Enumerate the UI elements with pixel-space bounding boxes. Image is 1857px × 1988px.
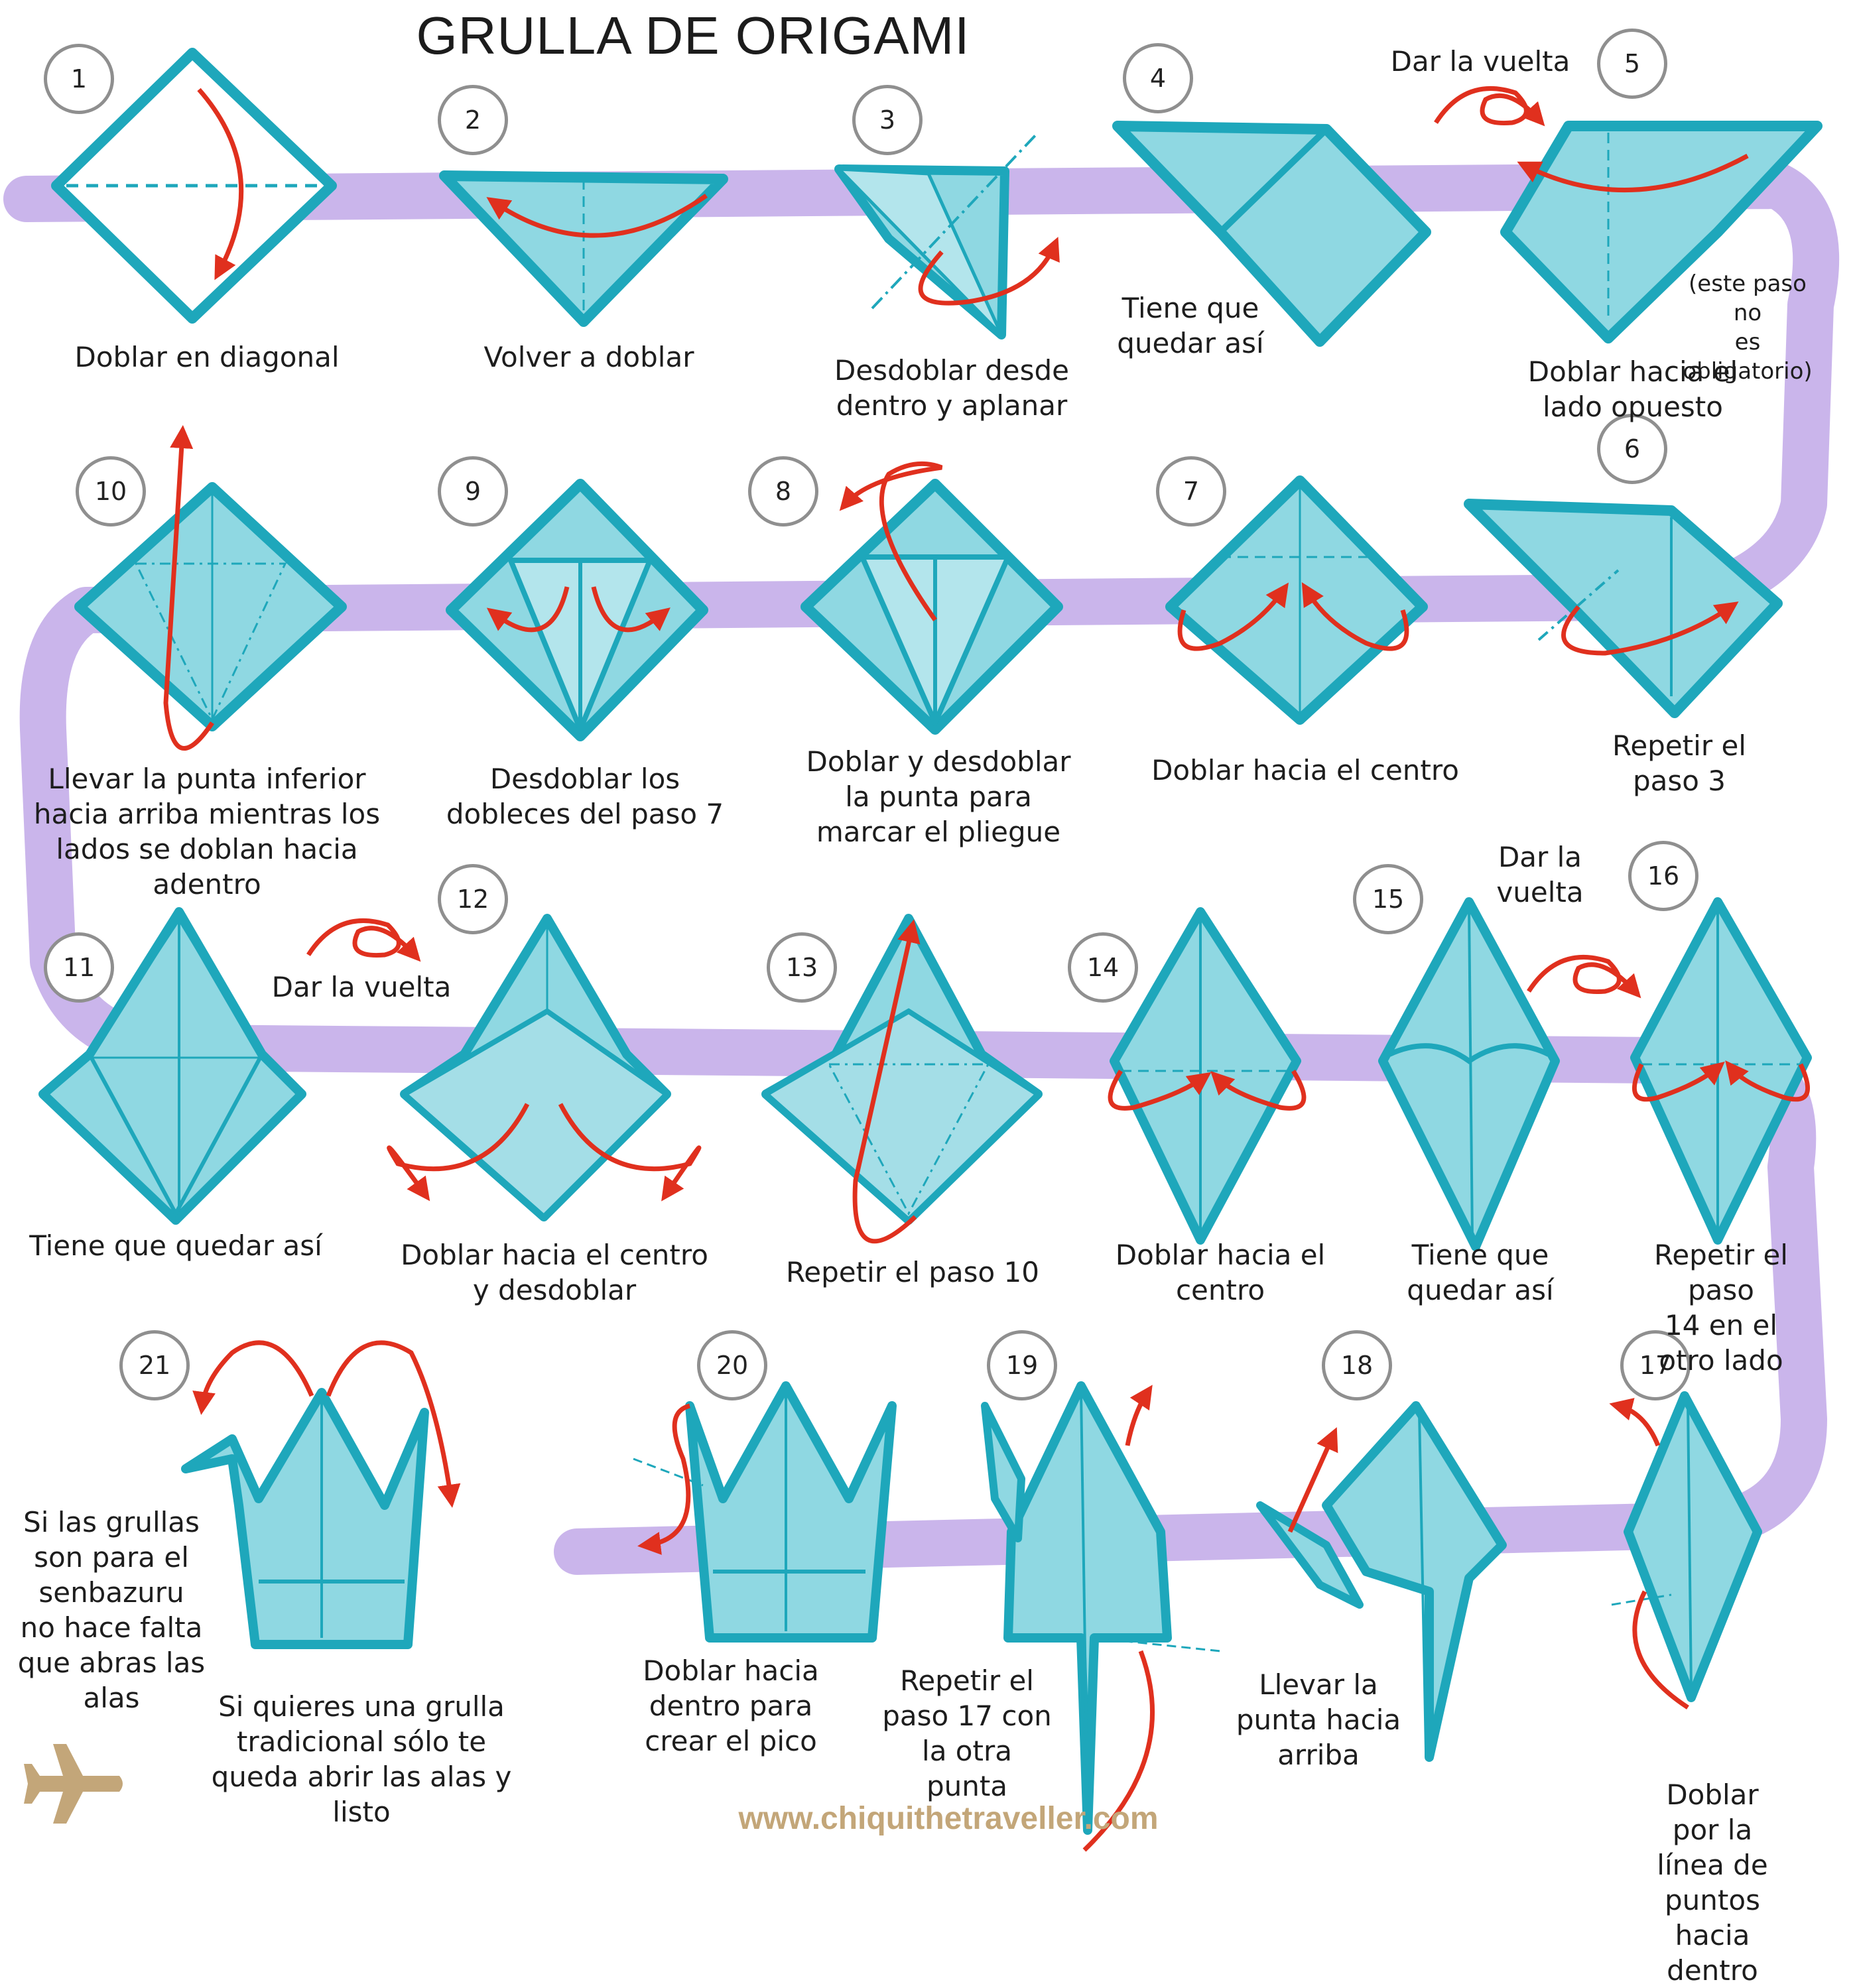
fold-arrow-12b bbox=[558, 1103, 702, 1202]
step-number-6: 6 bbox=[1597, 414, 1667, 484]
fold-arrow-7a bbox=[1177, 582, 1289, 651]
step-1-figure bbox=[51, 48, 337, 324]
step-caption-17: Doblar por la línea de puntos hacia dent… bbox=[1657, 1778, 1768, 1987]
step-11-figure bbox=[38, 907, 306, 1225]
fold-arrow-19b bbox=[1125, 1385, 1153, 1446]
fold-arrow-19a bbox=[1082, 1650, 1155, 1852]
step-caption-19: Repetir el paso 17 con la otra punta bbox=[882, 1664, 1052, 1802]
step-number-2: 2 bbox=[438, 85, 508, 155]
turn-label-12: Dar la vuelta bbox=[271, 971, 452, 1003]
step-caption-12: Doblar hacia el centro y desdoblar bbox=[401, 1239, 708, 1306]
fold-arrow-20 bbox=[637, 1403, 691, 1555]
fold-arrow-7b bbox=[1301, 582, 1409, 651]
step-caption-2: Volver a doblar bbox=[483, 341, 694, 373]
step-12-figure bbox=[400, 914, 671, 1221]
step-number-15: 15 bbox=[1353, 864, 1423, 934]
step-5-figure bbox=[1500, 121, 1823, 343]
step-21-figure bbox=[181, 1388, 429, 1649]
fold-arrow-10 bbox=[163, 425, 214, 751]
fold-arrow-9a bbox=[486, 586, 570, 633]
page-title: GRULLA DE ORIGAMI bbox=[416, 6, 970, 65]
step-caption-20: Doblar hacia dentro para crear el pico bbox=[643, 1654, 819, 1757]
step-side-note-21: Si las grullas son para el senbazuru no … bbox=[17, 1506, 206, 1714]
website-link[interactable]: www.chiquithetraveller.com bbox=[738, 1801, 1159, 1836]
step-20-figure bbox=[633, 1381, 897, 1643]
turn-label-16: Dar la vuelta bbox=[1496, 841, 1584, 908]
step-2-figure bbox=[439, 170, 728, 327]
step-number-16: 16 bbox=[1628, 841, 1698, 911]
step-caption-14: Doblar hacia el centro bbox=[1115, 1239, 1326, 1306]
turn-over-icon-5 bbox=[1434, 86, 1545, 127]
step-14-figure bbox=[1110, 907, 1301, 1245]
step-number-17: 17 bbox=[1620, 1330, 1691, 1400]
step-18-figure bbox=[1256, 1401, 1507, 1762]
fold-arrow-16a bbox=[1632, 1062, 1725, 1102]
step-number-12: 12 bbox=[438, 864, 508, 934]
step-4-figure bbox=[1112, 121, 1431, 347]
step-19-figure bbox=[981, 1381, 1221, 1835]
fold-arrow-8 bbox=[839, 461, 943, 622]
fold-arrow-9b bbox=[591, 586, 671, 633]
step-caption-8: Doblar y desdoblar la punta para marcar … bbox=[806, 745, 1071, 848]
step-number-19: 19 bbox=[987, 1330, 1057, 1400]
step-caption-16: Repetir el paso 14 en el otro lado bbox=[1654, 1239, 1788, 1377]
step-number-8: 8 bbox=[748, 456, 818, 527]
step-15-figure bbox=[1378, 897, 1560, 1251]
step-number-14: 14 bbox=[1068, 932, 1138, 1003]
fold-arrow-17-tip bbox=[1609, 1398, 1661, 1447]
step-number-18: 18 bbox=[1322, 1330, 1392, 1400]
step-caption-6: Repetir el paso 3 bbox=[1612, 729, 1746, 797]
step-number-20: 20 bbox=[697, 1330, 767, 1400]
fold-arrow-17 bbox=[1632, 1590, 1689, 1709]
step-number-13: 13 bbox=[767, 932, 837, 1003]
fold-arrow-21a bbox=[192, 1340, 314, 1415]
step-8-figure bbox=[800, 479, 1063, 735]
step-caption-7: Doblar hacia el centro bbox=[1151, 754, 1459, 786]
step-note-5: (este paso no es obligatorio) bbox=[1683, 271, 1813, 385]
turn-over-icon-16 bbox=[1527, 955, 1641, 999]
step-caption-15: Tiene que quedar así bbox=[1407, 1239, 1554, 1306]
step-caption-11: Tiene que quedar así bbox=[29, 1229, 322, 1262]
fold-arrow-1 bbox=[197, 88, 244, 280]
fold-arrow-14a bbox=[1108, 1070, 1212, 1111]
step-9-figure bbox=[446, 479, 708, 741]
step-caption-1: Doblar en diagonal bbox=[74, 341, 340, 373]
step-number-3: 3 bbox=[852, 85, 923, 155]
step-number-10: 10 bbox=[76, 456, 146, 527]
step-caption-4: Tiene que quedar así bbox=[1117, 292, 1264, 359]
step-number-7: 7 bbox=[1156, 456, 1226, 527]
step-7-figure bbox=[1165, 475, 1428, 725]
fold-arrow-12a bbox=[387, 1103, 530, 1202]
instruction-diagram bbox=[3, 48, 1840, 1852]
fold-arrow-13 bbox=[852, 919, 921, 1244]
fold-arrow-3 bbox=[918, 237, 1060, 306]
step-caption-9: Desdoblar los dobleces del paso 7 bbox=[446, 763, 724, 830]
step-caption-3: Desdoblar desde dentro y aplanar bbox=[834, 354, 1069, 422]
fold-arrow-6 bbox=[1561, 601, 1739, 656]
fold-arrow-21b bbox=[326, 1340, 461, 1508]
step-3-figure bbox=[834, 131, 1039, 340]
step-number-21: 21 bbox=[119, 1330, 190, 1400]
step-number-9: 9 bbox=[438, 456, 508, 527]
step-caption-13: Repetir el paso 10 bbox=[785, 1256, 1040, 1288]
step-number-5: 5 bbox=[1597, 29, 1667, 99]
step-caption-21: Si quieres una grulla tradicional sólo t… bbox=[211, 1690, 512, 1828]
step-number-1: 1 bbox=[44, 44, 114, 114]
fold-arrow-14b bbox=[1210, 1070, 1307, 1111]
fold-arrow-18 bbox=[1287, 1427, 1338, 1533]
step-caption-10: Llevar la punta inferior hacia arriba mi… bbox=[33, 763, 381, 901]
step-17-figure bbox=[1611, 1391, 1762, 1702]
step-caption-18: Llevar la punta hacia arriba bbox=[1236, 1668, 1401, 1771]
step-13-figure bbox=[761, 914, 1043, 1225]
fold-arrow-16b bbox=[1725, 1060, 1811, 1102]
turn-label-5: Dar la vuelta bbox=[1390, 45, 1570, 78]
airplane-icon bbox=[24, 1744, 123, 1824]
fold-arrow-5 bbox=[1517, 153, 1749, 193]
step-number-4: 4 bbox=[1123, 43, 1193, 113]
step-number-11: 11 bbox=[44, 932, 114, 1003]
step-6-figure bbox=[1464, 499, 1783, 718]
turn-over-icon-12 bbox=[306, 918, 421, 962]
step-caption-5: Doblar hacia el lado opuesto bbox=[1527, 355, 1738, 423]
fold-arrow-2 bbox=[486, 194, 708, 238]
